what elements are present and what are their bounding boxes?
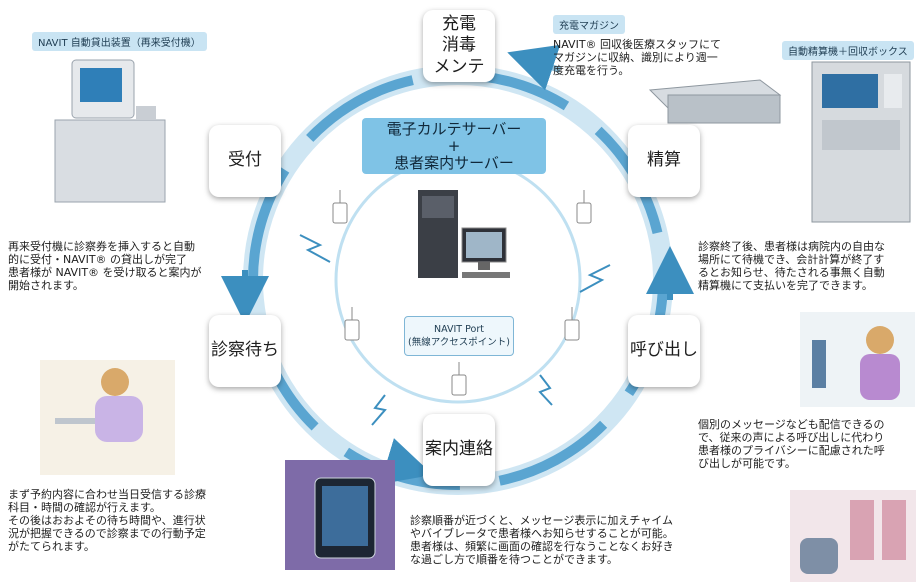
step-waiting: 診察待ち <box>209 315 281 387</box>
patient-waiting-illustration <box>40 360 175 475</box>
payment-machine-icon <box>811 61 911 223</box>
patient-room-illustration <box>790 490 916 582</box>
access-point-icon <box>451 362 467 396</box>
handheld-terminal-illustration <box>285 460 395 570</box>
kiosk-machine-icon <box>54 59 166 203</box>
call-description: 個別のメッセージなども配信できるの で、従来の声による呼び出しに代わり 患者様の… <box>698 418 885 470</box>
step-payment: 精算 <box>628 125 700 197</box>
reception-description: 再来受付機に診察券を挿入すると自動 的に受付・NAVIT® の貸出しが完了 患者… <box>8 240 202 292</box>
patient-call-illustration <box>800 312 915 407</box>
access-point-icon <box>344 307 360 341</box>
step-charge: 充電 消毒 メンテ <box>423 10 495 82</box>
payment-machine-tag: 自動精算機＋回収ボックス <box>782 41 914 60</box>
wireless-signal-icon <box>538 374 553 406</box>
access-point-icon <box>332 190 348 224</box>
access-point-label: NAVIT Port (無線アクセスポイント) <box>404 316 514 356</box>
server-computer-icon <box>418 190 510 278</box>
wireless-signal-icon <box>299 234 331 263</box>
wireless-signal-icon <box>579 264 611 293</box>
payment-description: 診察終了後、患者様は病院内の自由な 場所にて待機でき、会計計算が終了す るとお知… <box>698 240 885 292</box>
access-point-icon <box>564 307 580 341</box>
magazine-tag: 充電マガジン <box>553 15 625 34</box>
waiting-description: まず予約内容に合わせ当日受信する診療 科目・時間の確認が行えます。 その後はおお… <box>8 488 206 553</box>
charging-magazine-icon <box>648 79 782 124</box>
step-reception: 受付 <box>209 125 281 197</box>
arrow-top <box>507 44 561 91</box>
wireless-signal-icon <box>371 394 387 426</box>
step-call: 呼び出し <box>628 315 700 387</box>
access-point-icon <box>576 190 592 224</box>
kiosk-tag: NAVIT 自動貸出装置（再来受付機） <box>32 32 207 51</box>
server-box: 電子カルテサーバー + 患者案内サーバー <box>362 118 546 174</box>
step-guidance: 案内連絡 <box>423 414 495 486</box>
magazine-description: NAVIT® 回収後医療スタッフにて マガジンに収納、識別により週一 度充電を行… <box>553 38 722 77</box>
guidance-description: 診察順番が近づくと、メッセージ表示に加えチャイム やバイブレータで患者様へお知ら… <box>410 514 674 566</box>
